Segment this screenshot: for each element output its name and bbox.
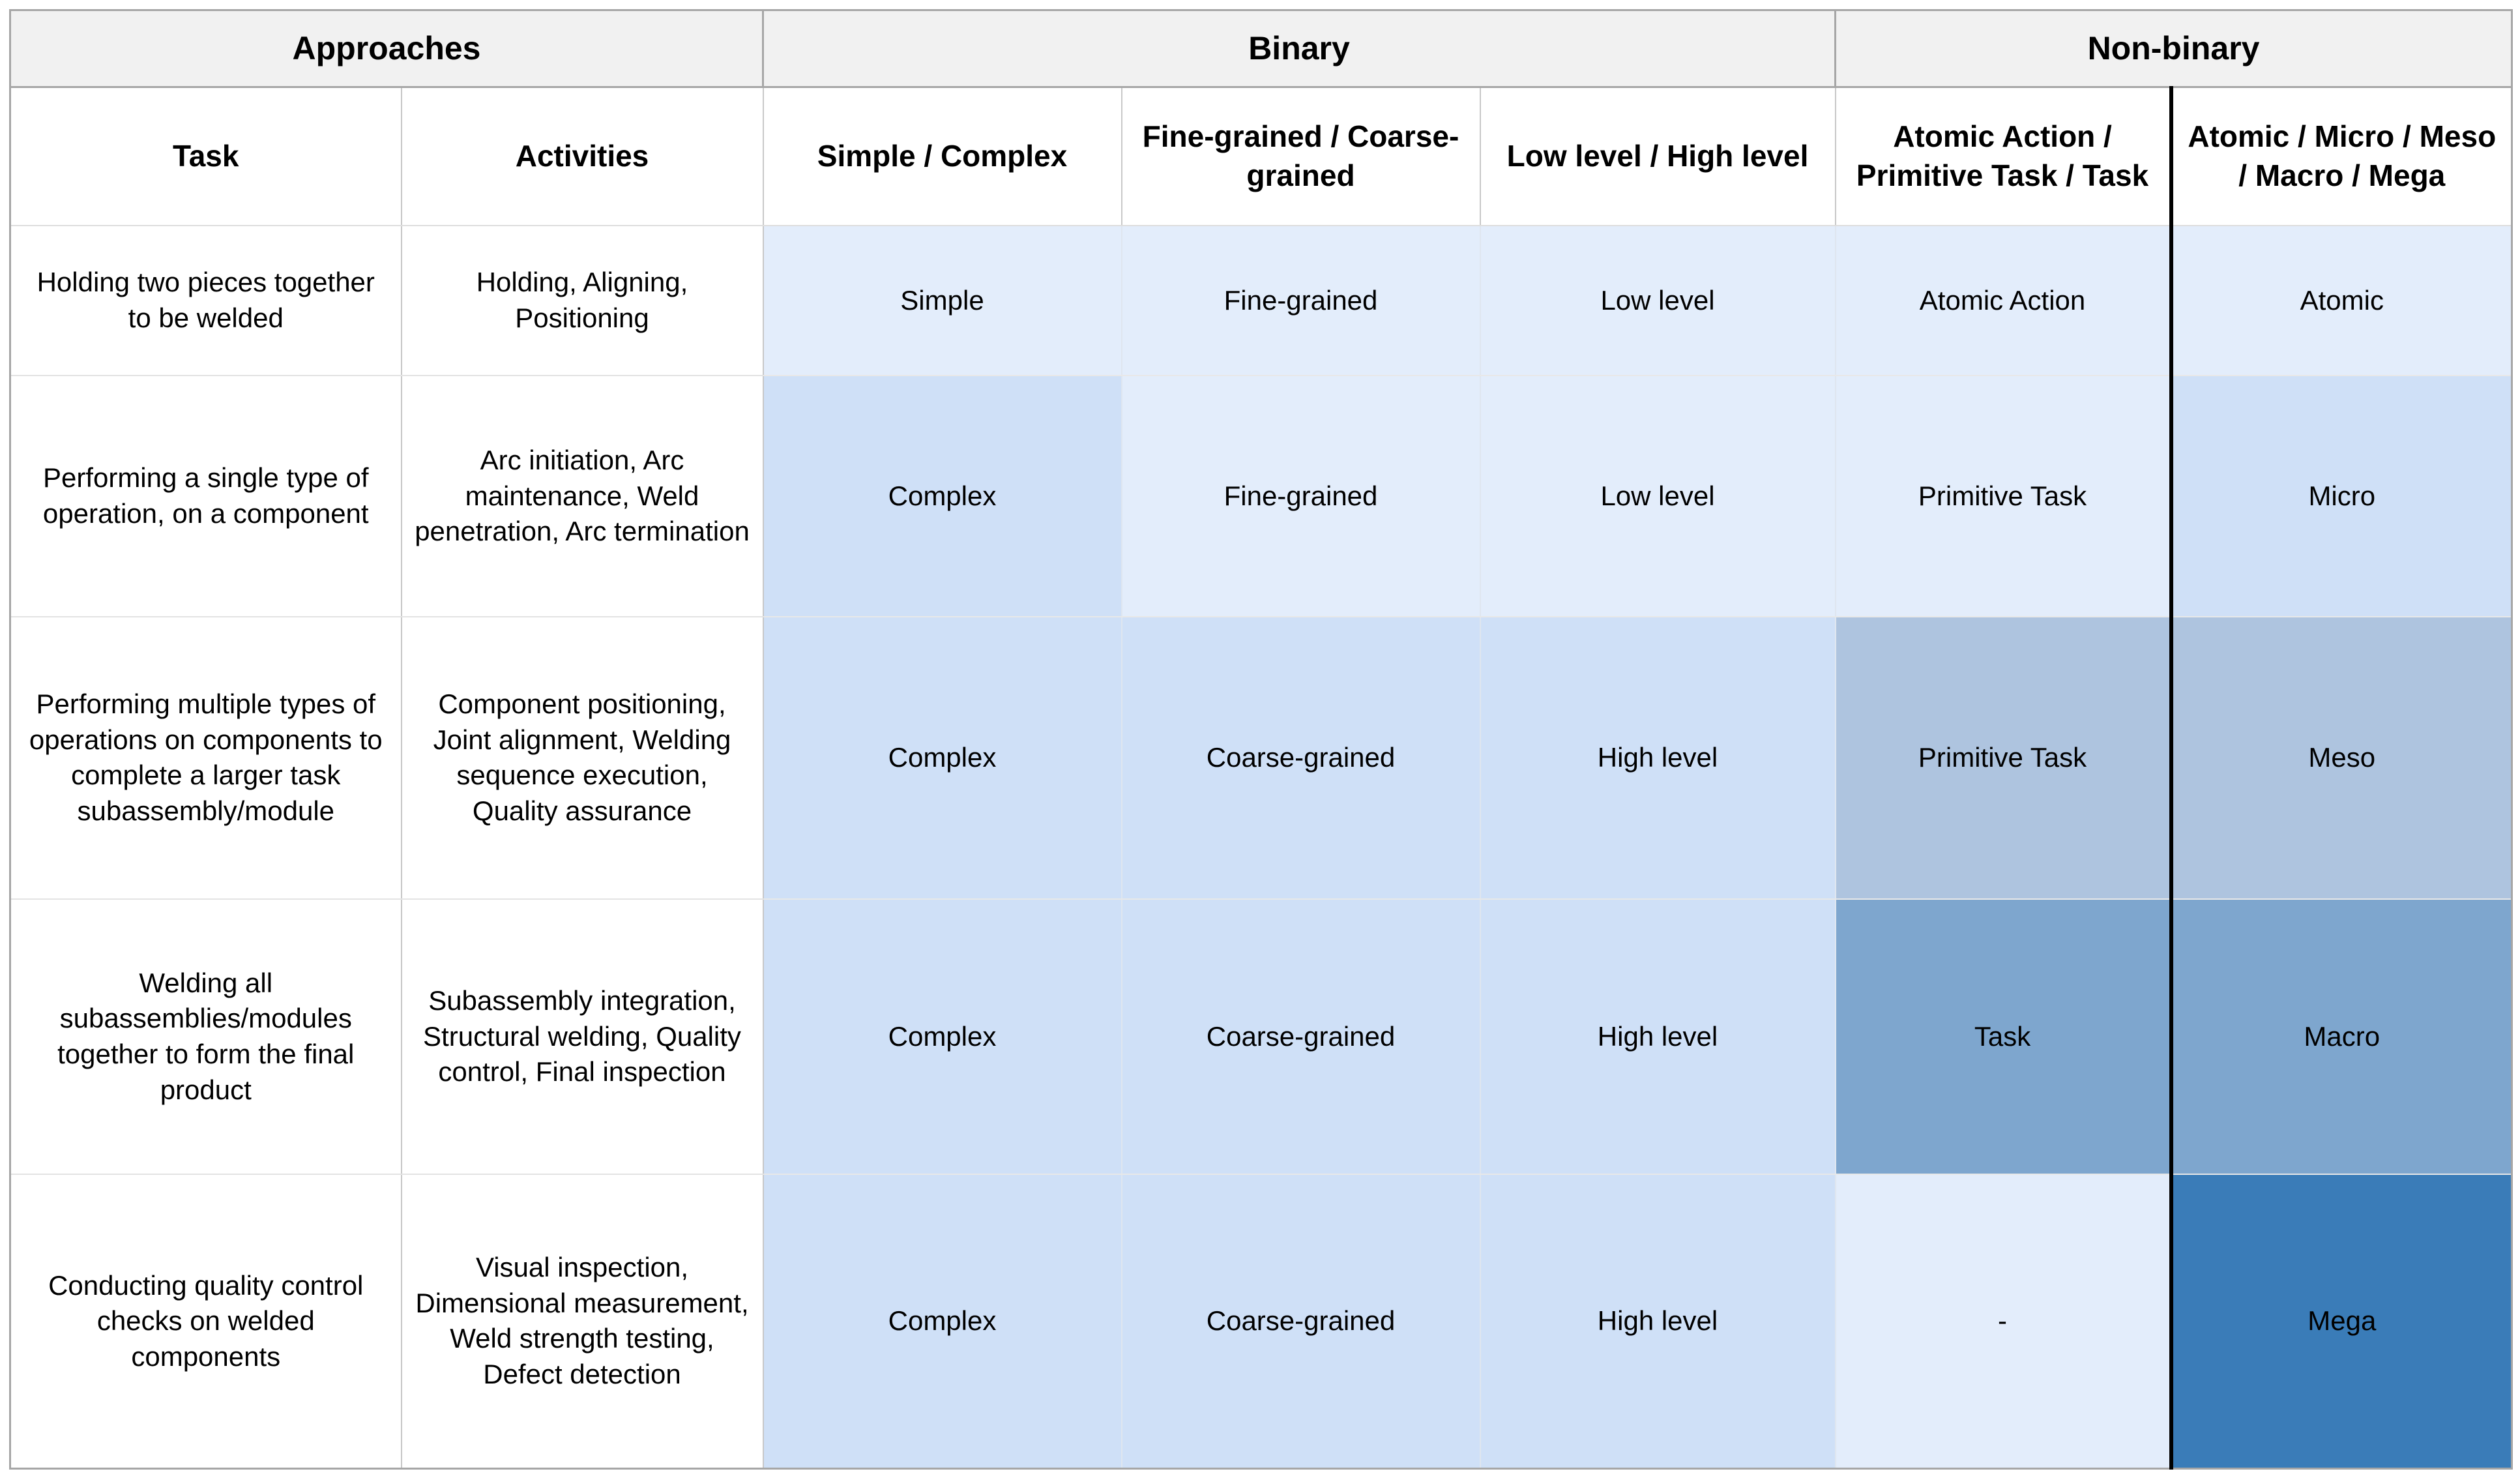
- cell-atomic-primitive-task: Atomic Action: [1834, 224, 2172, 377]
- cell-activities: Holding, Aligning, Positioning: [400, 224, 764, 377]
- cell-scale: Atomic: [2169, 224, 2513, 377]
- table-row: Performing multiple types of operations …: [9, 615, 2513, 900]
- cell-scale: Mega: [2169, 1173, 2513, 1470]
- cell-grain: Coarse-grained: [1121, 615, 1481, 900]
- column-header-task: Task: [9, 86, 402, 226]
- cell-level: High level: [1479, 898, 1836, 1175]
- cell-scale: Micro: [2169, 375, 2513, 617]
- table-row: Performing a single type of operation, o…: [9, 375, 2513, 617]
- column-header-low-high-level: Low level / High level: [1479, 86, 1836, 226]
- cell-grain: Fine-grained: [1121, 375, 1481, 617]
- cell-activities: Subassembly integration, Structural weld…: [400, 898, 764, 1175]
- cell-scale: Macro: [2169, 898, 2513, 1175]
- cell-atomic-primitive-task: -: [1834, 1173, 2172, 1470]
- group-header-approaches: Approaches: [9, 9, 764, 88]
- cell-atomic-primitive-task: Primitive Task: [1834, 375, 2172, 617]
- cell-simple-complex: Complex: [762, 615, 1122, 900]
- cell-activities: Arc initiation, Arc maintenance, Weld pe…: [400, 375, 764, 617]
- cell-grain: Fine-grained: [1121, 224, 1481, 377]
- cell-scale: Meso: [2169, 615, 2513, 900]
- cell-level: Low level: [1479, 375, 1836, 617]
- cell-task: Performing multiple types of operations …: [9, 615, 402, 900]
- matrix-table: Approaches Binary Non-binary Task Activi…: [9, 9, 2513, 1470]
- cell-task: Performing a single type of operation, o…: [9, 375, 402, 617]
- table-row: Holding two pieces together to be welded…: [9, 224, 2513, 377]
- group-header-binary: Binary: [761, 9, 1837, 88]
- column-header-atomic-micro-meso-macro-mega: Atomic / Micro / Meso / Macro / Mega: [2169, 86, 2513, 226]
- cell-simple-complex: Complex: [762, 898, 1122, 1175]
- column-header-fine-coarse-grained: Fine-grained / Coarse-grained: [1121, 86, 1481, 226]
- cell-level: Low level: [1479, 224, 1836, 377]
- column-header-row: Task Activities Simple / Complex Fine-gr…: [9, 86, 2513, 226]
- cell-task: Holding two pieces together to be welded: [9, 224, 402, 377]
- column-header-simple-complex: Simple / Complex: [762, 86, 1122, 226]
- cell-task: Welding all subassemblies/modules togeth…: [9, 898, 402, 1175]
- column-header-activities: Activities: [400, 86, 764, 226]
- column-header-atomic-action-primitive-task-task: Atomic Action / Primitive Task / Task: [1834, 86, 2172, 226]
- cell-level: High level: [1479, 1173, 1836, 1470]
- table-row: Welding all subassemblies/modules togeth…: [9, 898, 2513, 1175]
- approaches-comparison-table: Approaches Binary Non-binary Task Activi…: [9, 9, 2513, 1470]
- cell-level: High level: [1479, 615, 1836, 900]
- table-row: Conducting quality control checks on wel…: [9, 1173, 2513, 1470]
- cell-task: Conducting quality control checks on wel…: [9, 1173, 402, 1470]
- cell-activities: Visual inspection, Dimensional measureme…: [400, 1173, 764, 1470]
- group-header-non-binary: Non-binary: [1834, 9, 2513, 88]
- cell-simple-complex: Complex: [762, 375, 1122, 617]
- cell-simple-complex: Simple: [762, 224, 1122, 377]
- cell-grain: Coarse-grained: [1121, 1173, 1481, 1470]
- cell-grain: Coarse-grained: [1121, 898, 1481, 1175]
- cell-atomic-primitive-task: Primitive Task: [1834, 615, 2172, 900]
- cell-atomic-primitive-task: Task: [1834, 898, 2172, 1175]
- group-header-row: Approaches Binary Non-binary: [9, 9, 2513, 88]
- cell-activities: Component positioning, Joint alignment, …: [400, 615, 764, 900]
- cell-simple-complex: Complex: [762, 1173, 1122, 1470]
